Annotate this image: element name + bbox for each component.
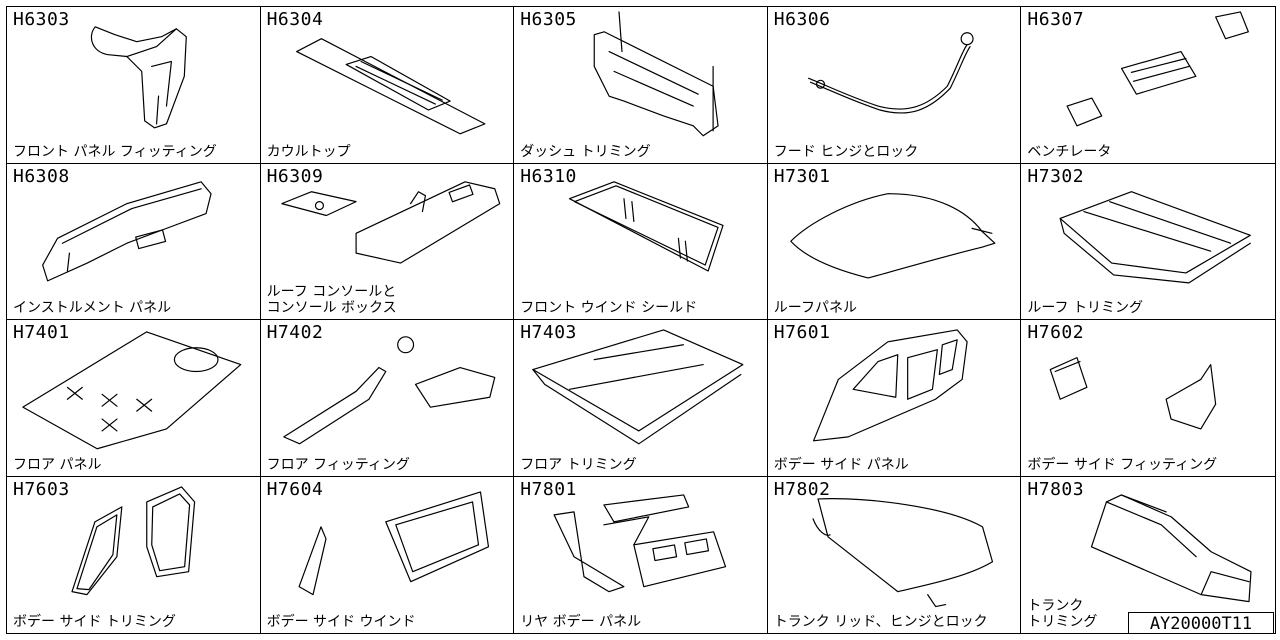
part-code: H7401 [13,322,70,343]
part-label: インストルメント パネル [13,300,172,316]
part-cell[interactable]: H6307 ベンチレータ [1021,7,1275,164]
part-cell[interactable]: H7402 フロア フィッティング [260,320,515,477]
part-cell[interactable]: H7601 ボデー サイド パネル [767,320,1022,477]
floor-fitting-illustration [282,336,495,445]
hood-hinge-lock-illustration [807,32,974,114]
body-side-window-illustration [298,490,489,595]
part-label: フロア フィッティング [266,456,410,473]
part-code: H6309 [266,165,324,187]
part-code: H7801 [520,478,577,500]
part-cell[interactable]: H7801 リヤ ボデー パネル [514,476,768,633]
part-label: トランク リッド、ヒンジとロック [773,614,988,630]
part-code: H7302 [1027,165,1085,187]
part-code: H7602 [1027,322,1085,343]
part-label: ベンチレータ [1027,143,1112,160]
part-label: トランク トリミング [1027,598,1098,630]
roof-panel-illustration [789,192,996,278]
part-cell[interactable]: H6308 インストルメント パネル [7,163,261,320]
part-cell[interactable]: H6310 フロント ウインド シールド [514,163,768,320]
part-label: ルーフ トリミング [1027,300,1144,316]
front-panel-fitting-illustration [90,26,187,129]
dash-trimming-illustration [593,11,719,137]
part-cell[interactable]: H7302 ルーフ トリミング [1021,164,1275,320]
part-cell[interactable]: H6303 フロント パネル フィッティング [7,7,261,164]
part-cell[interactable]: H7603 ボデー サイド トリミング [7,476,261,633]
cowl-top-illustration [295,38,486,135]
floor-panel-illustration [22,331,242,450]
part-code: H6305 [520,9,577,30]
part-cell[interactable]: H7301 ルーフパネル [767,163,1022,320]
part-label: リヤ ボデー パネル [520,614,642,630]
instrument-panel-illustration [42,180,212,281]
part-code: H7403 [520,322,577,343]
ventilator-illustration [1066,11,1250,127]
part-cell[interactable]: H6309 ルーフ コンソールと コンソール ボックス [260,163,515,320]
part-code: H6310 [520,165,577,187]
floor-trimming-illustration [532,329,744,445]
part-code: H6304 [266,9,324,30]
part-cell[interactable]: H7803 トランク トリミング [1021,477,1275,634]
part-code: H7601 [773,322,831,343]
part-code: H6303 [13,9,70,30]
part-label: ボデー サイド パネル [773,456,909,473]
part-code: H7803 [1027,478,1085,500]
part-label: カウルトップ [266,143,351,160]
part-cell[interactable]: H7401 フロア パネル [7,320,261,477]
part-code: H6307 [1027,9,1085,30]
body-side-fitting-illustration [1050,357,1217,430]
part-label: フロア パネル [13,456,102,473]
part-code: H6306 [773,9,831,30]
part-cell[interactable]: H7403 フロア トリミング [514,320,768,477]
part-label: ボデー サイド ウインド [266,614,416,630]
part-label: フロント パネル フィッティング [13,143,217,160]
body-side-panel-illustration [812,329,968,442]
parts-index-grid: H6303 フロント パネル フィッティング H6304 カウルトップ H630… [6,6,1276,634]
part-label: ルーフパネル [773,300,857,316]
part-cell[interactable]: H7602 ボデー サイド フィッティング [1021,320,1275,477]
part-label: ルーフ コンソールと コンソール ボックス [266,284,397,316]
part-label: フード ヒンジとロック [773,143,919,160]
front-windshield-illustration [569,180,724,272]
part-cell[interactable]: H6304 カウルトップ [260,7,515,164]
part-label: フロント ウインド シールド [520,300,698,316]
body-side-trimming-illustration [71,485,196,595]
document-reference-code: AY20000T11 [1128,612,1274,634]
rear-body-panel-illustration [553,493,727,592]
part-cell[interactable]: H6306 フード ヒンジとロック [767,7,1022,164]
part-label: ダッシュ トリミング [520,143,651,160]
part-cell[interactable]: H6305 ダッシュ トリミング [514,7,768,164]
part-code: H6308 [13,165,70,187]
trunk-lid-hinge-lock-illustration [812,497,993,607]
part-label: フロア トリミング [520,456,637,473]
part-code: H7301 [773,165,831,187]
part-cell[interactable]: H7802 トランク リッド、ヒンジとロック [768,476,1022,633]
roof-trimming-illustration [1059,190,1252,283]
part-code: H7603 [13,478,70,500]
part-cell[interactable]: H7604 ボデー サイド ウインド [261,476,515,633]
part-code: H7604 [266,478,324,500]
part-code: H7802 [773,478,831,500]
part-label: ボデー サイド トリミング [13,614,176,630]
part-code: H7402 [266,322,324,343]
part-label: ボデー サイド フィッティング [1027,456,1218,473]
